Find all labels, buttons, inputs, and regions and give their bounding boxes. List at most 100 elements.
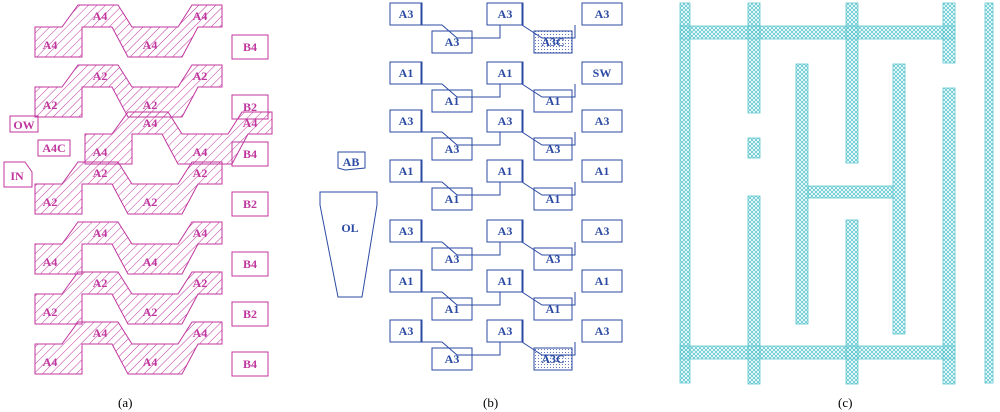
b-box-top-1: [389, 219, 423, 243]
b-top-label-2: A3: [498, 7, 513, 21]
a-side-label: B4: [243, 147, 257, 161]
b-box-bottom-1: [431, 347, 473, 371]
b-box-bottom-2: [533, 30, 573, 54]
b-top-label-2: A1: [498, 164, 513, 178]
b-box-top-3: [581, 219, 623, 243]
ab-box: [337, 151, 366, 171]
a-side-box: [231, 351, 269, 377]
b-box-bottom-1: [431, 30, 473, 54]
b-box-bottom-1: [431, 187, 473, 211]
a-strip-1: [34, 64, 223, 118]
b-box-top-3: [581, 109, 623, 133]
a-side-label: B4: [243, 357, 257, 371]
a-side-label: B2: [243, 307, 257, 321]
a-top-label: A4: [93, 326, 108, 340]
b-top-label-2: A3: [498, 324, 513, 338]
a-top-label-right: A2: [193, 276, 208, 290]
a-bottom-label: A2: [43, 305, 58, 319]
b-box-top-1: [389, 269, 423, 293]
a4c-box: [37, 139, 71, 157]
b-top-label-2: A1: [498, 274, 513, 288]
a-strip-6: [34, 321, 223, 375]
caption-a: (a): [118, 395, 132, 410]
b-box-top-1: [389, 2, 423, 26]
ol-label: OL: [341, 221, 358, 235]
a-bottom-label: A2: [43, 98, 58, 112]
c-bar-h-bottom: [679, 345, 956, 360]
a-bottom-label: A4: [43, 255, 58, 269]
b-top-label-3: A1: [595, 274, 610, 288]
caption-b: (b): [483, 395, 498, 410]
ow-label: OW: [13, 118, 34, 132]
b-box-bottom-2: [533, 297, 573, 321]
a-top-label-right: A4: [193, 226, 208, 240]
b-bottom-label-2: A3C: [541, 352, 564, 366]
a-top-label-right: A4: [243, 116, 258, 130]
b-bottom-label-2: A3: [546, 252, 561, 266]
a-bottom-label: A4: [43, 38, 58, 52]
a-side-box: [231, 301, 269, 327]
b-bottom-label-2: A3C: [541, 35, 564, 49]
b-trace: [390, 219, 576, 256]
b-trace: [390, 269, 576, 306]
b-box-top-2: [486, 159, 524, 183]
c-bar-v5: [845, 2, 859, 164]
b-top-label-2: A1: [498, 66, 513, 80]
c-bar-h-mid: [807, 185, 894, 199]
a-top-label-right: A2: [193, 166, 208, 180]
a-side-label: B4: [243, 40, 257, 54]
a-top-label: A2: [93, 69, 108, 83]
b-box-bottom-2: [533, 89, 573, 113]
b-box-top-2: [486, 269, 524, 293]
a-top-label: A2: [93, 276, 108, 290]
a-side-box: [231, 191, 269, 217]
b-box-top-3: [581, 319, 623, 343]
panel-c: [679, 2, 994, 385]
a-bottom-label-right: A2: [143, 305, 158, 319]
ow-box: [9, 115, 39, 133]
b-box-bottom-1: [431, 297, 473, 321]
b-bottom-label-1: A3: [445, 352, 460, 366]
c-rail-left: [679, 2, 691, 384]
b-box-bottom-1: [431, 89, 473, 113]
ab-label: AB: [343, 155, 360, 169]
b-box-bottom-2: [533, 187, 573, 211]
c-bar-v9: [942, 87, 956, 385]
b-trace: [390, 109, 576, 146]
b-top-label-1: A1: [399, 164, 414, 178]
b-box-top-3: [581, 61, 623, 85]
b-box-bottom-1: [431, 247, 473, 271]
b-top-label-3: A1: [595, 164, 610, 178]
c-bar-v7: [892, 63, 906, 335]
b-box-bottom-2: [533, 137, 573, 161]
b-box-top-2: [486, 61, 524, 85]
a-side-box: [231, 34, 269, 60]
b-top-label-3: A3: [595, 224, 610, 238]
b-bottom-label-1: A3: [445, 35, 460, 49]
b-top-label-1: A3: [399, 224, 414, 238]
b-bottom-label-2: A1: [546, 94, 561, 108]
b-top-label-2: A3: [498, 224, 513, 238]
b-top-label-1: A3: [399, 7, 414, 21]
a-top-label: A4: [93, 226, 108, 240]
a-bottom-label: A4: [43, 355, 58, 369]
c-bar-h-top: [679, 25, 956, 40]
b-top-label-3: SW: [593, 66, 612, 80]
a-bottom-label-right: A4: [143, 355, 158, 369]
a-strip-0: [34, 4, 223, 58]
a-bottom-label: A2: [43, 195, 58, 209]
b-top-label-1: A1: [399, 274, 414, 288]
a-side-box: [231, 251, 269, 277]
b-box-top-3: [581, 159, 623, 183]
c-bar-v4: [795, 63, 809, 325]
b-bottom-label-2: A1: [546, 302, 561, 316]
b-box-bottom-2: [533, 247, 573, 271]
b-top-label-3: A3: [595, 7, 610, 21]
c-bar-v2: [747, 137, 761, 159]
b-box-top-2: [486, 319, 524, 343]
a-strip-3: [34, 161, 223, 215]
a-top-label: A2: [93, 166, 108, 180]
b-box-top-3: [581, 269, 623, 293]
